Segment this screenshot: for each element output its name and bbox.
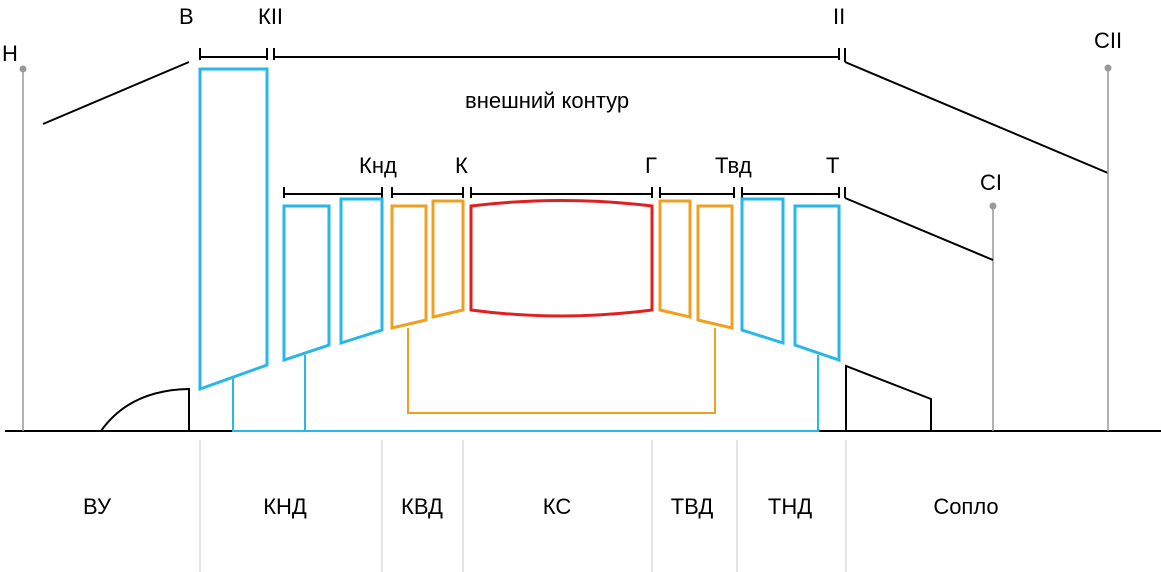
section-label-hpt: ТВД <box>671 494 714 519</box>
lpc-blade-1 <box>282 204 331 363</box>
section-label-inlet: ВУ <box>83 494 112 519</box>
inlet-wall <box>42 61 190 125</box>
bracket-lpc <box>283 187 383 198</box>
probe-cii <box>1104 64 1112 431</box>
lpc-blade-2 <box>339 197 384 346</box>
label-station-knd: Кнд <box>359 153 397 178</box>
label-station-tvd: Твд <box>715 153 752 178</box>
label-station-g: Г <box>645 153 657 178</box>
hp-shaft <box>407 328 716 414</box>
bracket-hpc <box>391 187 464 198</box>
section-label-hpc: КВД <box>401 494 443 519</box>
label-station-k: К <box>455 153 468 178</box>
fan-blade <box>198 67 269 392</box>
inner-nozzle-wall <box>844 197 994 261</box>
tail-cone <box>845 364 932 431</box>
combustor <box>469 199 654 318</box>
lp-shaft <box>232 355 819 432</box>
bracket-bypass <box>273 48 840 60</box>
probe-h <box>19 65 27 431</box>
hpt-blade-2 <box>696 204 734 330</box>
bracket-combustor <box>470 187 653 198</box>
lpt-blade-1 <box>740 197 785 346</box>
bracket-lpt <box>741 187 840 198</box>
probe-ci <box>989 202 997 431</box>
label-station-kii: КII <box>258 4 283 29</box>
section-label-lpc: КНД <box>263 494 307 519</box>
hpc-blade-1 <box>390 204 428 330</box>
hpt-blade-1 <box>658 199 692 319</box>
label-station-h: Н <box>2 41 18 66</box>
outer-nozzle-wall <box>844 61 1109 174</box>
label-station-cii: СII <box>1094 28 1122 53</box>
spinner <box>100 387 190 432</box>
label-station-t: Т <box>826 153 839 178</box>
section-label-nozzle: Сопло <box>933 494 998 519</box>
label-station-ii: II <box>833 4 845 29</box>
lpt-blade-2 <box>793 204 841 363</box>
section-label-lpt: ТНД <box>768 494 812 519</box>
hpc-blade-2 <box>431 199 465 319</box>
bracket-hpt <box>659 187 735 198</box>
label-station-ci: СI <box>980 170 1002 195</box>
bracket-fan <box>199 48 268 60</box>
label-station-b: В <box>179 4 194 29</box>
section-dividers <box>199 440 847 572</box>
section-label-combustor: КС <box>543 494 572 519</box>
label-bypass-duct: внешний контур <box>465 88 629 113</box>
